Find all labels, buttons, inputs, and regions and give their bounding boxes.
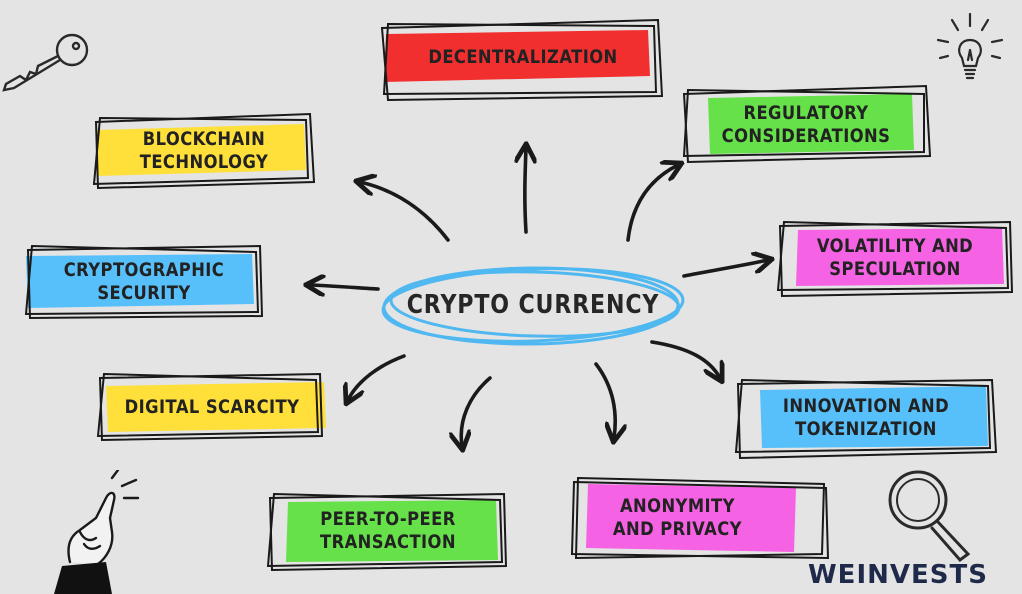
- arrow-to-decentralization: [525, 148, 526, 234]
- arrow-to-scarcity: [348, 354, 406, 400]
- arrow-to-regulatory: [626, 165, 678, 242]
- topic-decentralization: DECENTRALIZATION: [378, 16, 668, 106]
- arrow-to-anonymity: [594, 362, 615, 438]
- topic-volatility: VOLATILITY AND SPECULATION: [776, 218, 1014, 298]
- topic-innovation: INNOVATION AND TOKENIZATION: [734, 376, 998, 460]
- topic-p2p: PEER-TO-PEER TRANSACTION: [266, 490, 510, 572]
- label-blockchain: BLOCKCHAIN TECHNOLOGY: [139, 128, 269, 173]
- highlight-volatility: [796, 228, 1004, 286]
- highlight-scarcity: [106, 382, 326, 432]
- label-security: CRYPTOGRAPHIC SECURITY: [63, 259, 225, 304]
- highlight-anonymity: [586, 484, 796, 552]
- label-decentralization: DECENTRALIZATION: [428, 45, 618, 68]
- arrow-to-security: [310, 285, 380, 289]
- label-p2p: PEER-TO-PEER TRANSACTION: [320, 508, 456, 553]
- arrow-to-p2p: [461, 376, 492, 446]
- highlight-blockchain: [96, 124, 306, 176]
- topic-regulatory: REGULATORY CONSIDERATIONS: [680, 82, 932, 168]
- highlight-security: [26, 254, 254, 308]
- label-anonymity: ANONYMITY AND PRIVACY: [612, 495, 742, 540]
- arrow-to-volatility: [682, 260, 768, 278]
- arrow-to-blockchain: [360, 182, 450, 242]
- highlight-decentralization: [384, 30, 650, 82]
- highlight-p2p: [286, 500, 498, 562]
- lightbulb-icon: [936, 12, 1004, 80]
- center-node: CRYPTO CURRENCY: [378, 262, 688, 348]
- label-innovation: INNOVATION AND TOKENIZATION: [782, 395, 950, 440]
- center-topic-label: CRYPTO CURRENCY: [406, 289, 660, 320]
- topic-anonymity: ANONYMITY AND PRIVACY: [570, 474, 832, 562]
- brand-logo: WEINVESTS: [808, 560, 988, 590]
- label-scarcity: DIGITAL SCARCITY: [124, 395, 300, 418]
- topic-security: CRYPTOGRAPHIC SECURITY: [24, 244, 264, 320]
- topic-blockchain: BLOCKCHAIN TECHNOLOGY: [92, 112, 316, 190]
- arrow-to-innovation: [650, 340, 720, 378]
- center-ring: [381, 266, 685, 346]
- label-regulatory: REGULATORY CONSIDERATIONS: [721, 102, 891, 147]
- magnifier-icon: [888, 470, 971, 563]
- highlight-innovation: [760, 386, 988, 448]
- highlight-regulatory: [708, 94, 914, 154]
- topic-scarcity: DIGITAL SCARCITY: [96, 372, 328, 442]
- pointing-hand-icon: [54, 470, 140, 594]
- label-volatility: VOLATILITY AND SPECULATION: [816, 235, 974, 280]
- key-icon: [2, 33, 89, 92]
